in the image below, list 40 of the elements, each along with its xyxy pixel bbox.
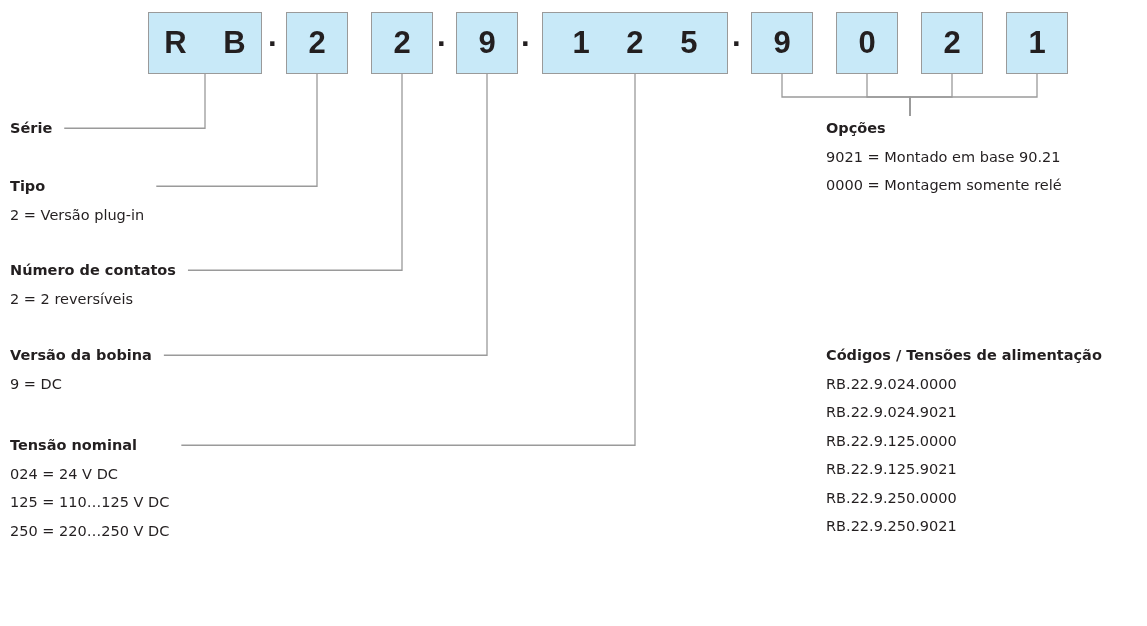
separator-dot: . xyxy=(732,18,741,54)
field-heading: Versão da bobina xyxy=(10,346,152,365)
field-value-text: 125 = 110…125 V DC xyxy=(10,493,170,512)
field-value-text: 2 = Versão plug-in xyxy=(10,205,145,225)
field-heading: Número de contatos xyxy=(10,261,176,280)
code-digit-box: 2 xyxy=(371,12,433,74)
field-value-text: 024 = 24 V DC xyxy=(10,464,118,484)
leader-line xyxy=(187,73,403,271)
code-digit-box: 2 xyxy=(921,12,983,74)
code-digit-box: 9 xyxy=(751,12,813,74)
code-digit-box: R B xyxy=(148,12,262,74)
separator-dot: . xyxy=(268,18,277,54)
leader-line xyxy=(155,73,318,187)
field-value-text: 9021 = Montado em base 90.21 xyxy=(826,147,1061,167)
field-heading: Opções xyxy=(826,119,886,138)
field-heading: Tipo xyxy=(10,177,46,196)
field-value-text: 250 = 220…250 V DC xyxy=(10,521,170,541)
leader-line xyxy=(63,73,206,129)
order-code-text: RB.22.9.125.0000 xyxy=(826,431,957,451)
leader-line xyxy=(180,73,636,446)
order-code-text: RB.22.9.024.0000 xyxy=(826,374,957,394)
order-code-text: RB.22.9.125.9021 xyxy=(826,460,957,479)
leader-line xyxy=(163,73,488,356)
field-heading: Tensão nominal xyxy=(10,436,137,455)
order-code-text: RB.22.9.024.9021 xyxy=(826,403,957,422)
code-digit-box: 9 xyxy=(456,12,518,74)
code-digit-box: 0 xyxy=(836,12,898,74)
order-code-text: RB.22.9.250.0000 xyxy=(826,488,957,508)
field-heading: Série xyxy=(10,119,53,138)
code-digit-box: 1 xyxy=(1006,12,1068,74)
order-code-text: RB.22.9.250.9021 xyxy=(826,517,957,536)
code-digit-box: 2 xyxy=(286,12,348,74)
field-value-text: 9 = DC xyxy=(10,374,62,394)
code-digit-box: 1 2 5 xyxy=(542,12,728,74)
leader-line xyxy=(909,73,1038,117)
table-heading: Códigos / Tensões de alimentação xyxy=(826,346,1102,365)
field-value-text: 0000 = Montagem somente relé xyxy=(826,176,1062,195)
separator-dot: . xyxy=(521,18,530,54)
field-value-text: 2 = 2 reversíveis xyxy=(10,289,134,309)
separator-dot: . xyxy=(437,18,446,54)
